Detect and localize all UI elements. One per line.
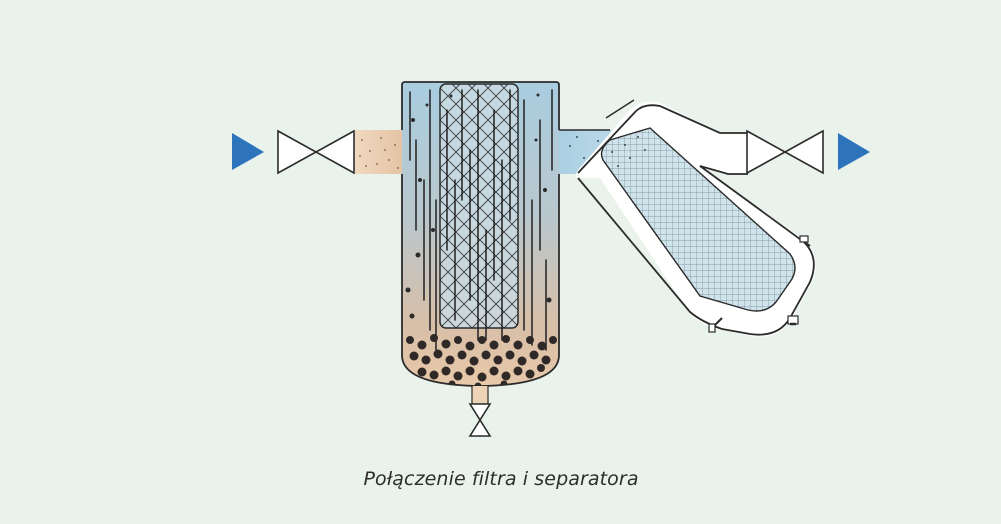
outlet-valve <box>746 129 824 175</box>
drain-valve <box>468 403 492 437</box>
inlet-pipe <box>355 130 403 174</box>
inlet-pipe-particles <box>359 137 399 169</box>
droplet-streaks <box>409 89 553 351</box>
diagram-caption: Połączenie filtra i separatora <box>363 468 639 490</box>
separator <box>576 99 816 337</box>
inlet-flow-arrow <box>232 133 264 170</box>
drain-pipe <box>472 386 488 404</box>
filter-tank <box>401 81 560 387</box>
inlet-valve <box>277 129 355 175</box>
outlet-flow-arrow <box>838 133 870 170</box>
sediment <box>406 334 557 386</box>
